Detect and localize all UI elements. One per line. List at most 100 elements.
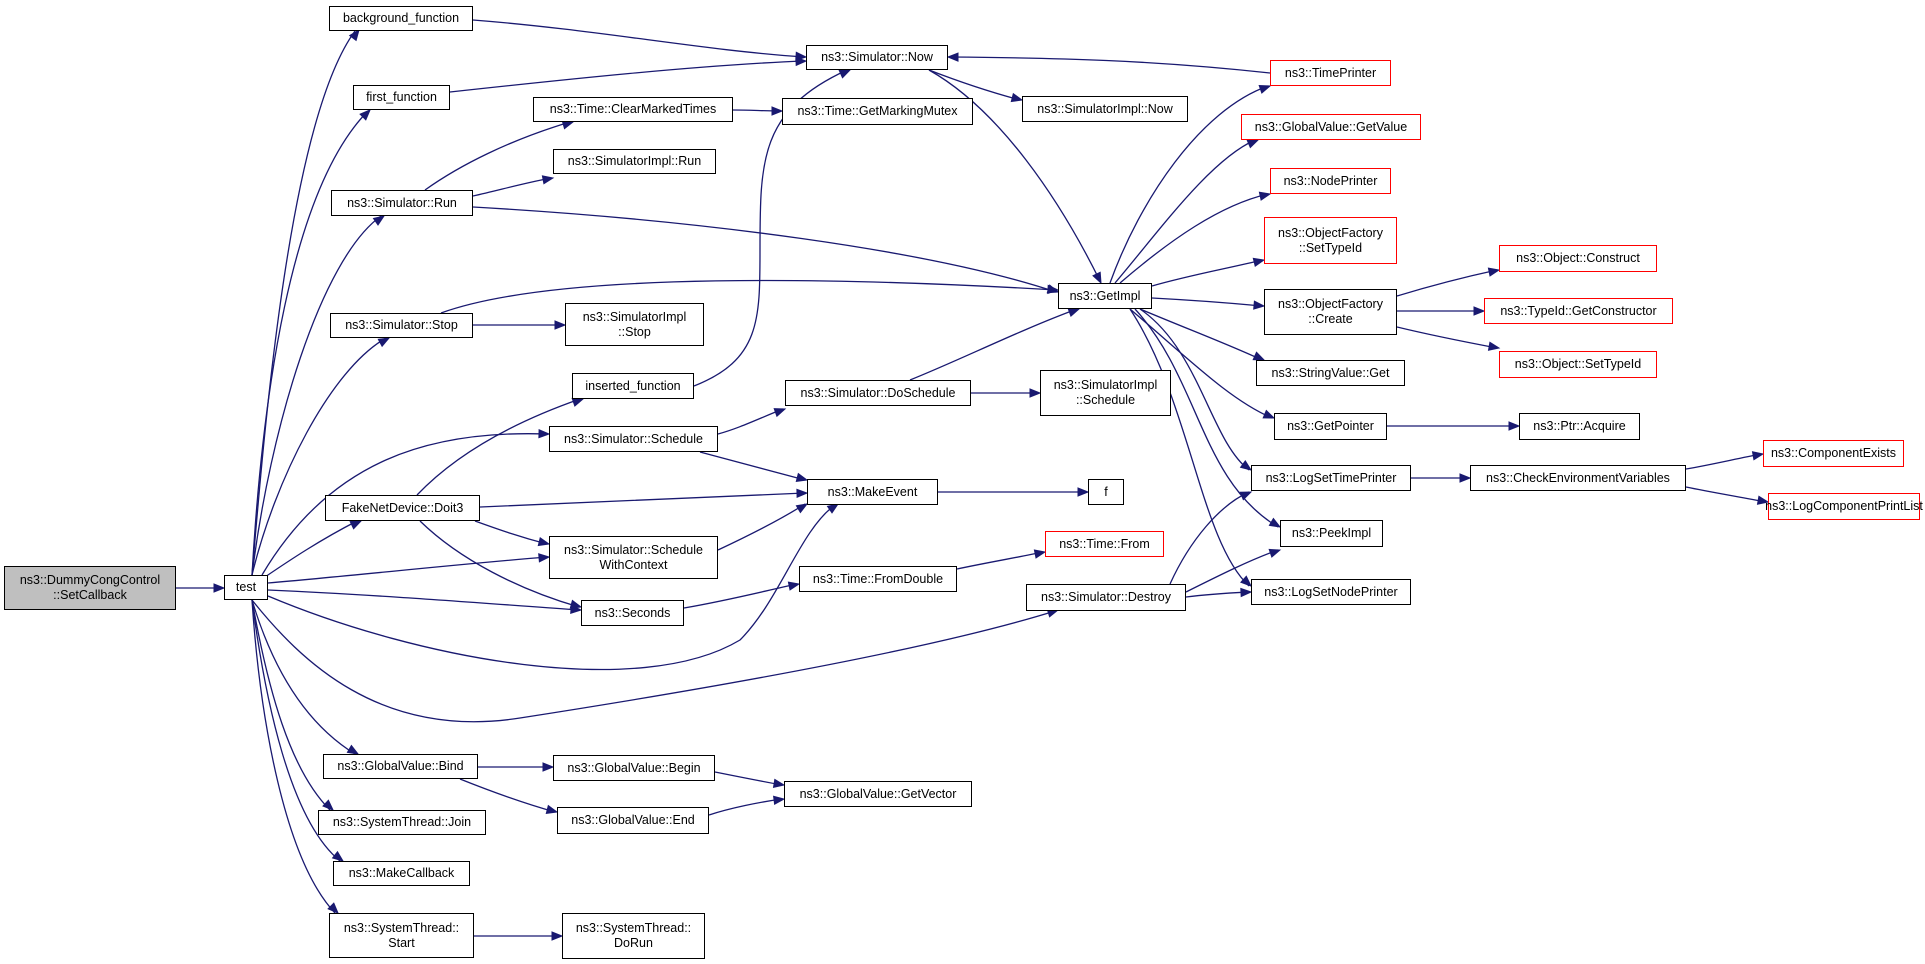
node-systemthread-join[interactable]: ns3::SystemThread::Join xyxy=(318,810,486,835)
edge-getimpl-settypeid xyxy=(1151,259,1263,287)
node-logsettimeprinter[interactable]: ns3::LogSetTimePrinter xyxy=(1251,465,1411,491)
node-makecallback[interactable]: ns3::MakeCallback xyxy=(333,861,470,886)
node-getimpl[interactable]: ns3::GetImpl xyxy=(1058,283,1152,309)
node-time-fromdouble[interactable]: ns3::Time::FromDouble xyxy=(799,566,957,592)
arrowhead-checkenv-compexists xyxy=(1751,451,1765,461)
node-ptr-acquire[interactable]: ns3::Ptr::Acquire xyxy=(1519,413,1640,440)
node-time-from[interactable]: ns3::Time::From xyxy=(1045,531,1164,557)
node-makeevent[interactable]: ns3::MakeEvent xyxy=(807,479,938,505)
arrowhead-stop-getimpl xyxy=(1047,284,1060,295)
edge-doit3-makeevent xyxy=(479,492,806,508)
node-globalvalue-getvalue[interactable]: ns3::GlobalValue::GetValue xyxy=(1241,114,1421,140)
edge-background-now xyxy=(472,19,805,58)
edge-checkenv-compexists xyxy=(1685,453,1762,470)
edge-test-makeevent xyxy=(267,504,836,671)
node-timeprinter[interactable]: ns3::TimePrinter xyxy=(1270,60,1391,86)
node-inserted-function[interactable]: inserted_function xyxy=(572,373,694,399)
arrowhead-clear-mutex xyxy=(771,106,784,116)
edge-test-background xyxy=(251,30,356,576)
edge-doschedule-getimpl xyxy=(909,308,1078,381)
node-simulator-schedule[interactable]: ns3::Simulator::Schedule xyxy=(549,426,718,452)
edge-seconds-fromdouble xyxy=(683,583,798,609)
node-first-function[interactable]: first_function xyxy=(353,85,450,110)
edge-first-now xyxy=(449,60,805,93)
edge-stop-getimpl xyxy=(440,279,1057,314)
edge-getimpl-logtime xyxy=(1139,308,1250,471)
arrowhead-test-doit3 xyxy=(349,520,363,530)
edge-gvbind-end xyxy=(459,778,556,813)
arrowhead-now-getimpl xyxy=(1092,271,1102,285)
node-checkenvironmentvariables[interactable]: ns3::CheckEnvironmentVariables xyxy=(1470,465,1686,491)
arrowhead-create-getconstructor xyxy=(1473,306,1486,316)
arrowhead-run-implrun xyxy=(541,175,555,185)
node-globalvalue-bind[interactable]: ns3::GlobalValue::Bind xyxy=(323,754,478,779)
arrowhead-getimpl-now xyxy=(946,52,959,62)
node-simulator-now[interactable]: ns3::Simulator::Now xyxy=(806,45,948,70)
node-systemthread-dorun[interactable]: ns3::SystemThread:: DoRun xyxy=(562,913,705,959)
arrowhead-seconds-fromdouble xyxy=(787,581,801,591)
node-simulatorimpl-stop[interactable]: ns3::SimulatorImpl ::Stop xyxy=(565,303,704,346)
arrowhead-getimpl-stringvalue xyxy=(1252,351,1266,361)
node-f[interactable]: f xyxy=(1088,479,1124,505)
edge-doit3-seconds xyxy=(419,520,580,608)
edge-getimpl-lognode xyxy=(1129,308,1250,587)
edge-run-implrun xyxy=(472,177,552,197)
node-objectfactory-create[interactable]: ns3::ObjectFactory ::Create xyxy=(1264,289,1397,335)
arrowhead-test-makeevent xyxy=(826,503,840,514)
node-globalvalue-getvector[interactable]: ns3::GlobalValue::GetVector xyxy=(784,781,972,807)
arrowhead-getimpl-nodeprinter xyxy=(1258,191,1272,201)
arrowhead-ststart-dorun xyxy=(551,931,564,941)
arrowhead-test-ststart xyxy=(327,902,339,914)
arrowhead-test-simrun xyxy=(372,215,386,226)
node-nodeprinter[interactable]: ns3::NodePrinter xyxy=(1270,168,1391,194)
node-simulatorimpl-schedule[interactable]: ns3::SimulatorImpl ::Schedule xyxy=(1040,370,1171,416)
node-systemthread-start[interactable]: ns3::SystemThread:: Start xyxy=(329,913,474,958)
edge-getimpl-nodeprinter xyxy=(1119,193,1269,284)
node-object-construct[interactable]: ns3::Object::Construct xyxy=(1499,245,1657,272)
node-typeid-getconstructor[interactable]: ns3::TypeId::GetConstructor xyxy=(1484,298,1673,324)
node-simulator-run[interactable]: ns3::Simulator::Run xyxy=(331,190,473,216)
node-stringvalue-get[interactable]: ns3::StringValue::Get xyxy=(1256,360,1405,386)
arrowhead-test-makecb xyxy=(331,850,345,862)
arrowhead-getimpl-peek xyxy=(1268,517,1282,528)
edge-test-gvbind xyxy=(251,599,356,755)
node-componentexists[interactable]: ns3::ComponentExists xyxy=(1763,440,1904,467)
arrowhead-doschedule-implschedule xyxy=(1029,388,1042,398)
node-background-function[interactable]: background_function xyxy=(329,6,473,31)
arrowhead-schedule-doschedule xyxy=(773,408,787,418)
arrowhead-makeevent-f xyxy=(1077,487,1090,497)
edge-create-construct xyxy=(1396,269,1498,297)
node-object-settypeid[interactable]: ns3::Object::SetTypeId xyxy=(1499,351,1657,378)
node-logcomponentprintlist[interactable]: ns3::LogComponentPrintList xyxy=(1765,493,1923,520)
node-simulator-schedulewithcontext[interactable]: ns3::Simulator::Schedule WithContext xyxy=(549,536,718,579)
node-time-getmarkingmutex[interactable]: ns3::Time::GetMarkingMutex xyxy=(782,98,973,125)
node-getpointer[interactable]: ns3::GetPointer xyxy=(1274,413,1387,440)
arrowhead-getpointer-acquire xyxy=(1508,421,1521,431)
node-fakenetdevice-doit3[interactable]: FakeNetDevice::Doit3 xyxy=(325,495,480,521)
edge-getimpl-peek xyxy=(1134,308,1279,528)
edge-fromdouble-timefrom xyxy=(956,551,1044,570)
arrowhead-create-objsettypeid xyxy=(1487,341,1501,351)
node-peekimpl[interactable]: ns3::PeekImpl xyxy=(1280,520,1383,547)
node-simulator-destroy[interactable]: ns3::Simulator::Destroy xyxy=(1026,584,1186,611)
edge-create-objsettypeid xyxy=(1396,326,1498,349)
node-globalvalue-end[interactable]: ns3::GlobalValue::End xyxy=(557,807,709,834)
arrowhead-test-stjoin xyxy=(322,799,334,811)
arrowhead-run-clear xyxy=(561,120,575,130)
node-time-clearmarkedtimes[interactable]: ns3::Time::ClearMarkedTimes xyxy=(533,97,733,122)
node-objectfactory-settypeid[interactable]: ns3::ObjectFactory ::SetTypeId xyxy=(1264,217,1397,264)
edge-test-first xyxy=(251,110,369,576)
node-logsetnodeprinter[interactable]: ns3::LogSetNodePrinter xyxy=(1251,579,1411,605)
node-test[interactable]: test xyxy=(224,575,268,600)
arrowhead-destroy-lognode xyxy=(1240,587,1253,598)
node-simulatorimpl-now[interactable]: ns3::SimulatorImpl::Now xyxy=(1022,96,1188,122)
node-globalvalue-begin[interactable]: ns3::GlobalValue::Begin xyxy=(553,755,715,781)
node-seconds[interactable]: ns3::Seconds xyxy=(581,600,684,626)
arrowhead-getimpl-timeprinter xyxy=(1258,84,1272,94)
node-simulator-stop[interactable]: ns3::Simulator::Stop xyxy=(330,313,473,338)
node-simulatorimpl-run[interactable]: ns3::SimulatorImpl::Run xyxy=(553,149,716,174)
node-simulator-doschedule[interactable]: ns3::Simulator::DoSchedule xyxy=(785,380,971,406)
arrowhead-destroy-peek xyxy=(1268,548,1282,558)
